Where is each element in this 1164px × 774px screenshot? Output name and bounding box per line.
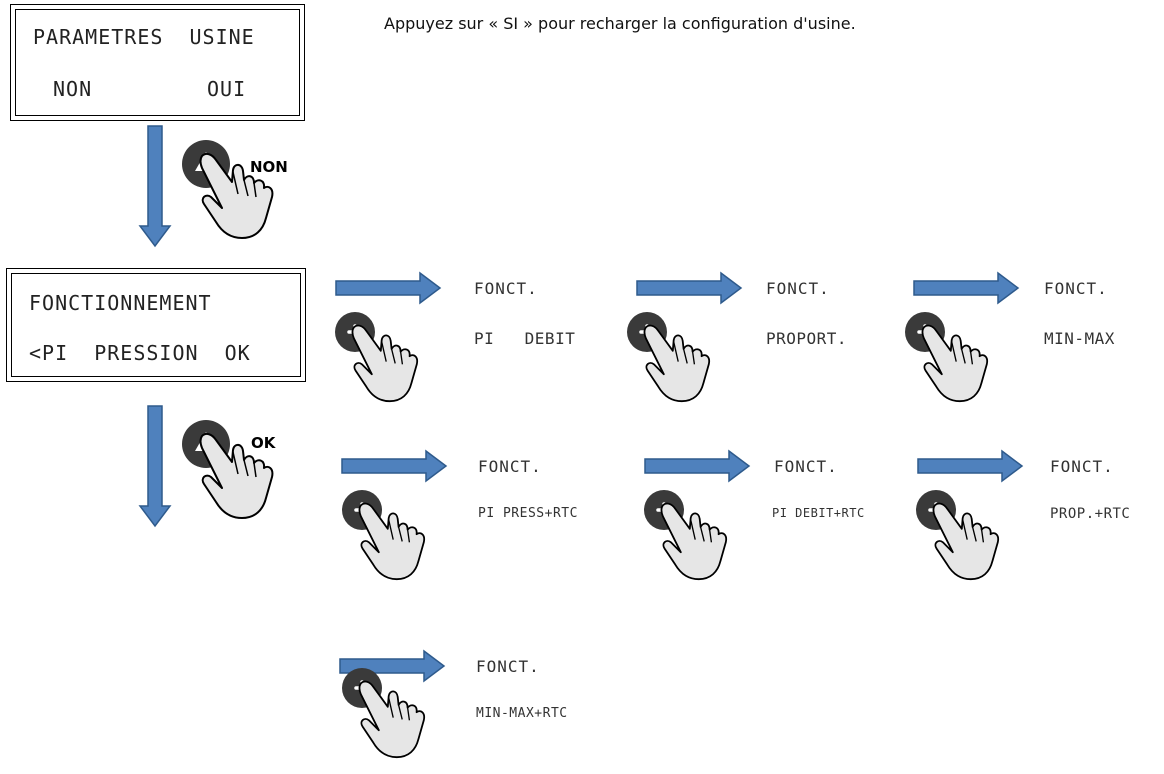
button-label-no: NON <box>250 158 288 176</box>
instruction-text: Appuyez sur « SI » pour recharger la con… <box>384 14 856 33</box>
button-label-ok: OK <box>251 434 276 452</box>
option-title: FONCT. <box>478 457 542 476</box>
option-title: FONCT. <box>474 279 538 298</box>
option-value: PI DEBIT+RTC <box>772 506 865 520</box>
arrow-down-1 <box>139 125 171 247</box>
lcd-line-title: FONCTIONNEMENT <box>29 291 212 315</box>
pointing-hand-icon <box>660 502 728 581</box>
option-value: PROPORT. <box>766 329 848 348</box>
lcd-option-no: NON <box>53 77 93 101</box>
pointing-hand-icon <box>921 324 989 403</box>
arrow-right <box>335 272 441 304</box>
arrow-right <box>913 272 1019 304</box>
arrow-right <box>644 450 750 482</box>
option-value: MIN-MAX+RTC <box>476 706 568 721</box>
arrow-right <box>917 450 1023 482</box>
lcd-option-yes: OUI <box>207 77 247 101</box>
arrow-right <box>341 450 447 482</box>
lcd-line-mode: <PI PRESSION OK <box>29 341 251 365</box>
option-title: FONCT. <box>766 279 830 298</box>
lcd-line-title: PARAMETRES USINE <box>33 25 255 49</box>
pointing-hand-icon <box>932 502 1000 581</box>
option-value: PI PRESS+RTC <box>478 506 578 521</box>
lcd-screen-inner-border <box>15 9 300 116</box>
pointing-hand-icon <box>358 502 426 581</box>
option-value: MIN-MAX <box>1044 329 1115 348</box>
option-title: FONCT. <box>1044 279 1108 298</box>
lcd-screen-inner-border <box>11 273 301 377</box>
pointing-hand-icon <box>351 324 419 403</box>
lcd-screen-factory-settings: PARAMETRES USINE NON OUI <box>10 4 305 121</box>
option-value: PI DEBIT <box>474 329 576 348</box>
option-title: FONCT. <box>1050 457 1114 476</box>
lcd-screen-operation-mode: FONCTIONNEMENT <PI PRESSION OK <box>6 268 306 382</box>
pointing-hand-icon <box>358 680 426 759</box>
option-title: FONCT. <box>774 457 838 476</box>
arrow-right <box>636 272 742 304</box>
pointing-hand-icon <box>643 324 711 403</box>
arrow-down-2 <box>139 405 171 527</box>
option-title: FONCT. <box>476 657 540 676</box>
option-value: PROP.+RTC <box>1050 506 1131 522</box>
